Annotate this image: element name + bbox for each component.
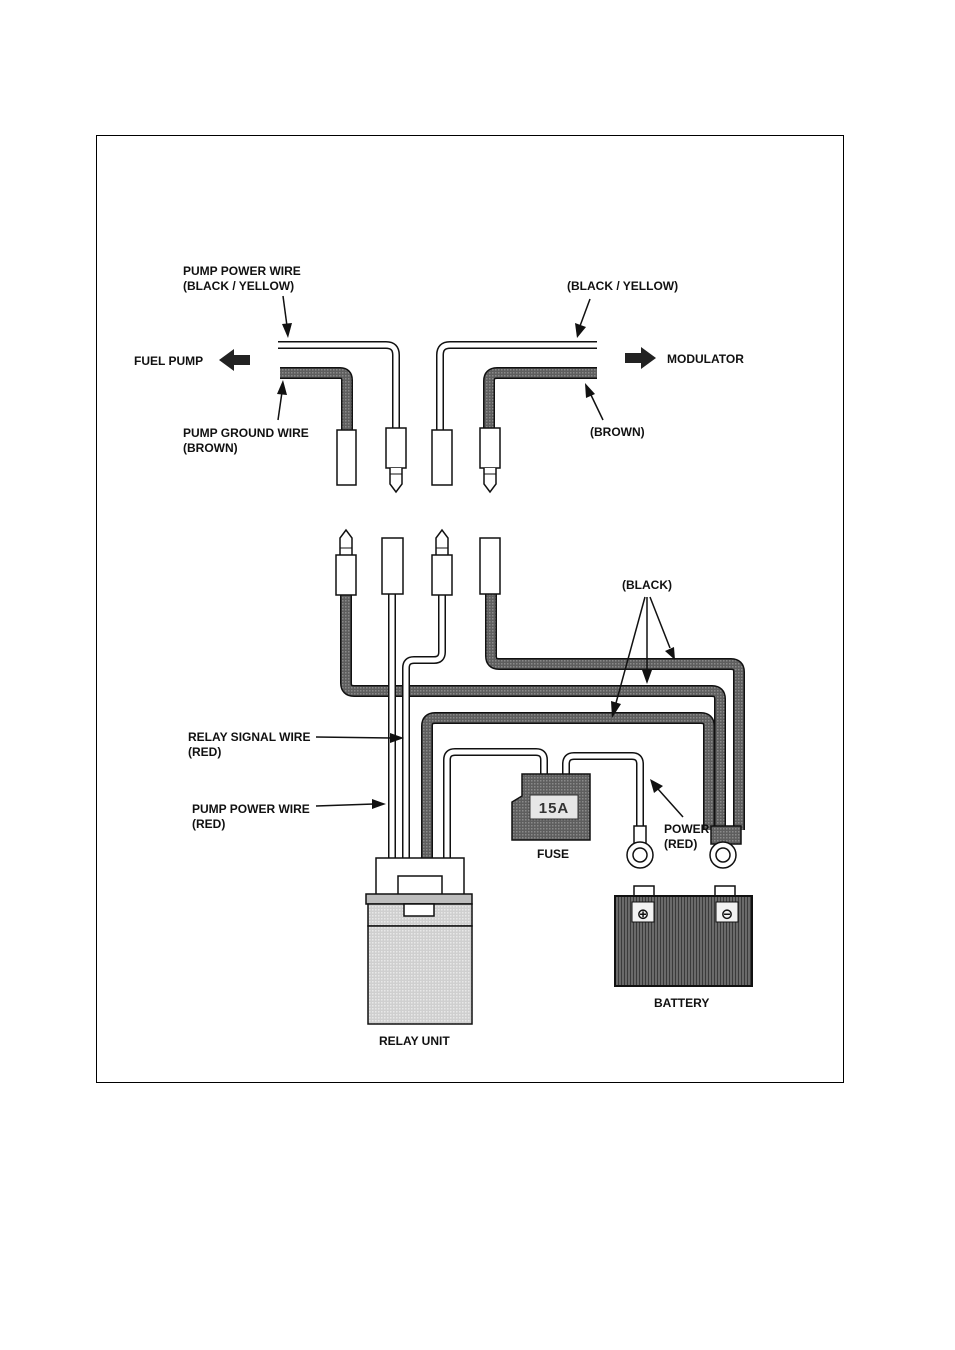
fuse-rating: 15A bbox=[539, 800, 570, 817]
label-pump-ground-wire-color: (BROWN) bbox=[183, 441, 238, 455]
fuel-pump-arrow-icon bbox=[219, 349, 250, 371]
label-black: (BLACK) bbox=[622, 578, 672, 592]
pump-ground-wire-top bbox=[280, 373, 347, 432]
relay-unit bbox=[366, 858, 472, 1024]
label-relay-unit: RELAY UNIT bbox=[379, 1034, 450, 1048]
bottom-connector-male-left bbox=[336, 530, 356, 595]
power-ring-terminal bbox=[627, 826, 653, 868]
label-power-color: (RED) bbox=[664, 837, 697, 851]
battery-negative-icon: ⊖ bbox=[721, 905, 734, 923]
battery-positive-icon: ⊕ bbox=[637, 905, 650, 923]
bottom-connector-male-right bbox=[432, 530, 452, 595]
black-pointer-arrows bbox=[611, 597, 675, 718]
label-brown-right: (BROWN) bbox=[590, 425, 645, 439]
pump-power-wire-top bbox=[278, 345, 396, 430]
bottom-connector-female-right bbox=[480, 538, 500, 594]
label-pump-power-wire-top: PUMP POWER WIRE bbox=[183, 264, 301, 278]
label-modulator: MODULATOR bbox=[667, 352, 744, 366]
modulator-power-wire bbox=[440, 345, 597, 430]
fuse-body: 15A bbox=[512, 774, 590, 840]
label-relay-signal-wire: RELAY SIGNAL WIRE bbox=[188, 730, 310, 744]
top-connector-male-left bbox=[386, 428, 406, 492]
top-connector-female-right bbox=[432, 430, 452, 485]
top-connector-female-left bbox=[337, 430, 356, 485]
modulator-ground-wire bbox=[489, 373, 597, 430]
label-pump-ground-wire: PUMP GROUND WIRE bbox=[183, 426, 309, 440]
bottom-connector-female-left bbox=[382, 538, 403, 594]
label-fuel-pump: FUEL PUMP bbox=[134, 354, 203, 368]
label-pump-power-wire-bottom-color: (RED) bbox=[192, 817, 225, 831]
label-pump-power-wire-bottom: PUMP POWER WIRE bbox=[192, 802, 310, 816]
label-power: POWER bbox=[664, 822, 710, 836]
label-fuse: FUSE bbox=[537, 847, 569, 861]
ground-ring-terminal bbox=[710, 826, 741, 868]
top-connector-male-right bbox=[480, 428, 500, 492]
label-battery: BATTERY bbox=[654, 996, 709, 1010]
relay-pointer-arrows bbox=[316, 733, 683, 817]
label-relay-signal-wire-color: (RED) bbox=[188, 745, 221, 759]
label-black-yellow-right: (BLACK / YELLOW) bbox=[567, 279, 678, 293]
battery-icon: ⊕ ⊖ bbox=[615, 886, 752, 986]
label-pump-power-wire-top-color: (BLACK / YELLOW) bbox=[183, 279, 294, 293]
modulator-arrow-icon bbox=[625, 347, 656, 369]
